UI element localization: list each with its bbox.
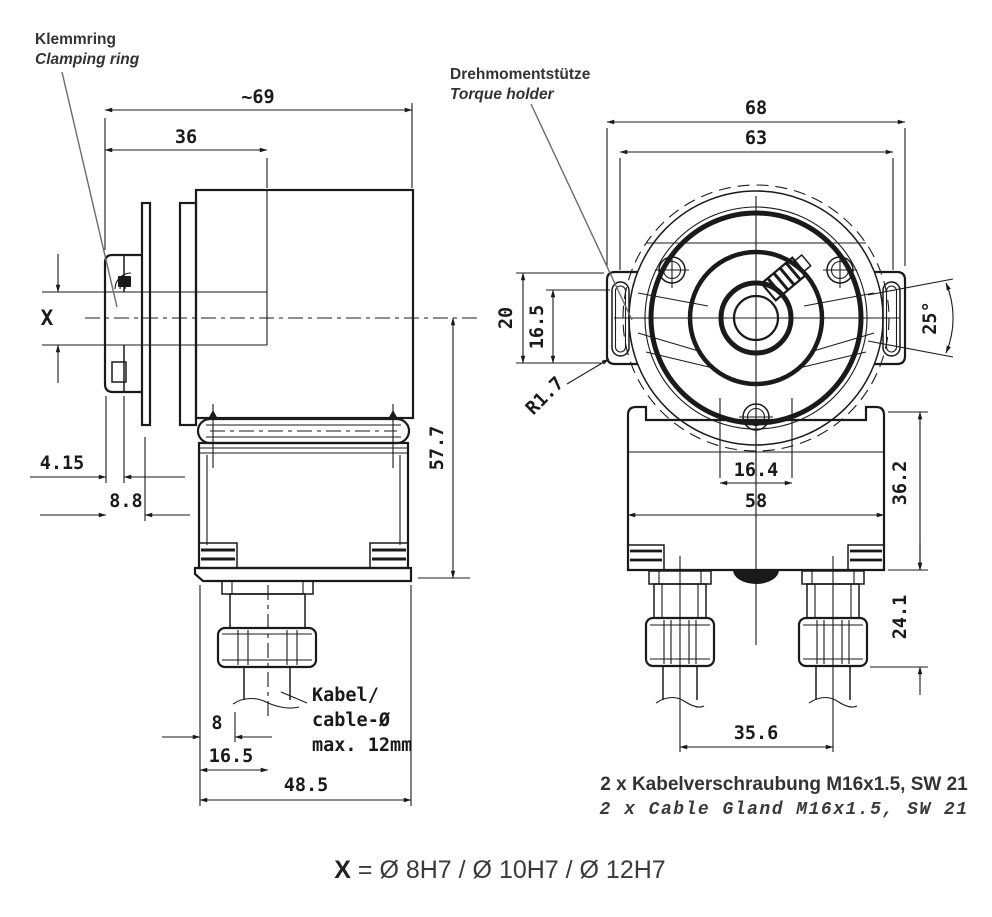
side-bottom-plate — [193, 566, 413, 583]
torque-holder-label-de: Drehmomentstütze — [450, 66, 591, 83]
side-flange-plate-rear — [178, 201, 198, 427]
dim-slot-radius: R1.7 — [522, 373, 568, 419]
dim-clamp-offset: 4.15 — [40, 453, 85, 474]
torque-arm-lines — [637, 292, 875, 369]
gland-note-en: 2 x Cable Gland M16x1.5, SW 21 — [599, 800, 968, 820]
clamping-ring-label-en: Clamping ring — [35, 51, 140, 68]
front-screw-top-left — [655, 252, 689, 288]
side-clamping-ring — [103, 253, 142, 394]
shaft-bore-formula-rest: = Ø 8H7 / Ø 10H7 / Ø 12H7 — [351, 856, 666, 884]
side-body — [194, 188, 415, 420]
front-clamp-screw — [760, 253, 812, 302]
gland-note-de: 2 x Kabelverschraubung M16x1.5, SW 21 — [600, 774, 968, 795]
dim-bottom-width: 48.5 — [284, 775, 329, 796]
front-view: 68 63 20 16.5 R1.7 25° 16.4 58 36.2 24.1… — [450, 66, 954, 752]
dim-front-overall-width: 68 — [745, 98, 767, 119]
clamp-screw-section — [118, 276, 131, 287]
dim-gland-spacing: 35.6 — [734, 723, 779, 744]
dim-slot-height: 16.5 — [527, 305, 548, 350]
front-gland-left — [644, 556, 716, 716]
torque-ear-right — [874, 270, 907, 366]
side-flange-plate-front — [140, 201, 152, 427]
front-clip-left — [627, 544, 665, 571]
dim-shaft-diameter-label: X — [41, 306, 54, 330]
screw-pocket-lines — [719, 398, 793, 478]
shaft-bore-formula: X = Ø 8H7 / Ø 10H7 / Ø 12H7 — [334, 856, 665, 884]
cable-note-line3: max. 12mm — [312, 735, 412, 756]
side-view: ~69 36 X 4.15 8.8 57.7 8 16.5 48.5 Kabel… — [30, 31, 478, 806]
cable-note-line2: cable-Ø — [312, 710, 391, 731]
front-clip-right — [847, 544, 885, 571]
shaft-bore-formula-x: X — [334, 856, 351, 884]
dim-front-body-height: 36.2 — [890, 461, 911, 506]
front-screw-top-right — [823, 252, 857, 288]
side-clip-left — [198, 542, 238, 569]
torque-holder-label-en: Torque holder — [450, 86, 555, 103]
clamping-ring-leader — [61, 71, 118, 308]
cable-stub — [243, 667, 291, 700]
dim-clamp-width: 8.8 — [109, 491, 142, 512]
clamp-boss — [111, 361, 127, 383]
side-clip-right — [369, 542, 409, 569]
dim-gland-height: 24.1 — [890, 595, 911, 640]
dim-ear-angle: 25° — [920, 301, 941, 334]
dim-axis-to-bottom: 57.7 — [427, 426, 448, 471]
front-gland-right — [797, 556, 869, 716]
dim-ear-height: 20 — [496, 307, 517, 329]
dim-overall-width: ~69 — [241, 87, 274, 108]
dim-shaft-depth: 36 — [175, 127, 197, 148]
shaft-bore-lines — [100, 291, 267, 346]
dim-pocket-width: 16.4 — [734, 460, 779, 481]
torque-holder-leader — [530, 103, 633, 321]
dim-front-flange-width: 63 — [745, 128, 767, 149]
slot-radius-leader — [566, 358, 610, 385]
side-cable-gland — [216, 580, 318, 718]
angle-arc — [945, 282, 954, 354]
cable-break-line — [232, 697, 300, 709]
dim-front-body-width: 58 — [745, 491, 767, 512]
dim-cable-center: 16.5 — [209, 746, 254, 767]
front-lower-body — [626, 405, 886, 572]
dim-cable-edge: 8 — [211, 713, 222, 734]
torque-ear-left — [605, 270, 638, 366]
gland-nut — [216, 626, 318, 669]
cable-note-line1: Kabel/ — [312, 685, 379, 706]
clamping-ring-label-de: Klemmring — [35, 31, 116, 48]
cable-note-leader — [280, 691, 308, 704]
